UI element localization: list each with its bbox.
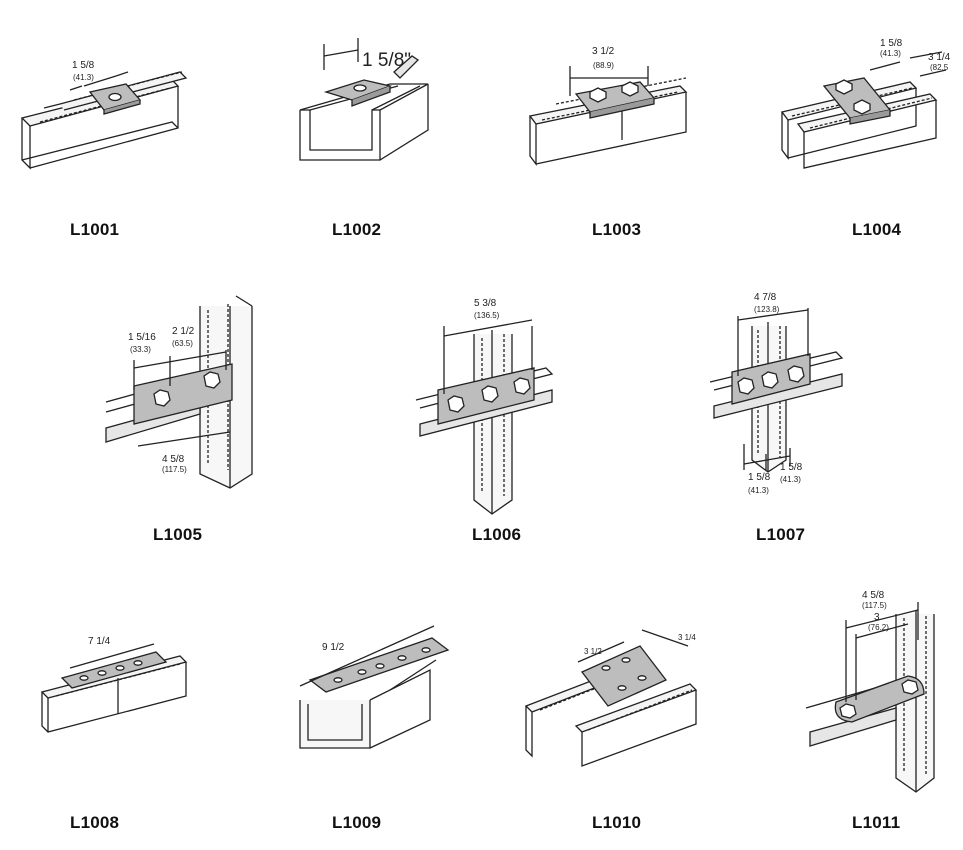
l1005-dim2-frac: 2 1/2 bbox=[172, 326, 195, 337]
l1004-drawing: 1 5/8 (41.3) 3 1/4 (82.5 bbox=[780, 38, 951, 169]
l1007-dim2-frac: 1 5/8 bbox=[748, 472, 771, 483]
l1011-dim2-mm: (76.2) bbox=[868, 623, 889, 632]
figure-l1004: 1 5/8 (41.3) 3 1/4 (82.5 L1004 bbox=[720, 0, 963, 250]
l1004-dim2-frac: 3 1/4 bbox=[928, 52, 951, 63]
l1006-drawing: 5 3/8 (136.5) bbox=[415, 298, 554, 515]
l1004-dim1-frac: 1 5/8 bbox=[880, 38, 903, 49]
part-label-l1008: L1008 bbox=[70, 813, 120, 832]
l1008-dim-frac: 7 1/4 bbox=[88, 636, 111, 647]
part-label-l1006: L1006 bbox=[472, 525, 522, 544]
l1010-drawing: 3 1/2 3 1/4 bbox=[524, 629, 698, 767]
l1006-dim-mm: (136.5) bbox=[474, 311, 500, 320]
l1009-dim-frac: 9 1/2 bbox=[322, 642, 345, 653]
l1003-drawing: 3 1/2 (88.9) bbox=[528, 46, 688, 166]
l1001-dim-frac: 1 5/8 bbox=[72, 60, 95, 71]
l1005-dim2-mm: (63.5) bbox=[172, 339, 193, 348]
figure-l1008: 7 1/4 L1008 bbox=[0, 580, 240, 850]
l1001-drawing: 1 5/8 (41.3) bbox=[20, 60, 188, 170]
l1003-dim-frac: 3 1/2 bbox=[592, 46, 615, 57]
l1004-dim2-mm: (82.5 bbox=[930, 63, 949, 72]
l1010-dim2-frac: 3 1/4 bbox=[678, 633, 696, 642]
l1007-dim1-mm: (123.8) bbox=[754, 305, 780, 314]
l1007-dim3-frac: 1 5/8 bbox=[780, 462, 803, 473]
l1007-drawing: 4 7/8 (123.8) 1 5/8 (41.3) 1 5/8 (41.3) bbox=[709, 292, 844, 495]
l1011-dim1-mm: (117.5) bbox=[862, 601, 887, 610]
part-label-l1003: L1003 bbox=[592, 220, 642, 239]
part-label-l1010: L1010 bbox=[592, 813, 642, 832]
figure-l1011: 4 5/8 (117.5) 3 (76.2) L1011 bbox=[720, 580, 963, 850]
part-label-l1009: L1009 bbox=[332, 813, 382, 832]
l1002-dim-frac: 1 5/8" bbox=[362, 50, 411, 71]
l1005-dim3-mm: (117.5) bbox=[162, 465, 187, 474]
figure-l1001: 1 5/8 (41.3) L1001 bbox=[0, 0, 240, 250]
figure-l1003: 3 1/2 (88.9) L1003 bbox=[480, 0, 720, 250]
l1003-dim-mm: (88.9) bbox=[593, 61, 614, 70]
figure-l1006: 5 3/8 (136.5) L1006 bbox=[320, 260, 640, 550]
l1007-dim3-mm: (41.3) bbox=[780, 475, 801, 484]
part-label-l1007: L1007 bbox=[756, 525, 806, 544]
l1011-dim2-frac: 3 bbox=[874, 612, 880, 623]
figure-l1010: 3 1/2 3 1/4 L1010 bbox=[480, 580, 720, 850]
l1010-dim1-frac: 3 1/2 bbox=[584, 647, 602, 656]
figure-l1009: 9 1/2 L1009 bbox=[240, 580, 480, 850]
part-label-l1011: L1011 bbox=[852, 813, 901, 832]
l1005-dim1-frac: 1 5/16 bbox=[128, 332, 156, 343]
l1005-dim3-frac: 4 5/8 bbox=[162, 454, 185, 465]
part-label-l1005: L1005 bbox=[153, 525, 203, 544]
part-label-l1001: L1001 bbox=[70, 220, 120, 239]
l1005-drawing: 1 5/16 (33.3) 2 1/2 (63.5) 4 5/8 (117.5) bbox=[105, 295, 253, 489]
l1008-drawing: 7 1/4 bbox=[40, 636, 188, 733]
l1007-dim2-mm: (41.3) bbox=[748, 486, 769, 495]
l1005-dim1-mm: (33.3) bbox=[130, 345, 151, 354]
part-label-l1002: L1002 bbox=[332, 220, 382, 239]
figure-l1002: 1 5/8" L1002 bbox=[240, 0, 480, 250]
l1006-dim-frac: 5 3/8 bbox=[474, 298, 497, 309]
figure-l1007: 4 7/8 (123.8) 1 5/8 (41.3) 1 5/8 (41.3) … bbox=[640, 260, 963, 550]
part-label-l1004: L1004 bbox=[852, 220, 902, 239]
l1011-drawing: 4 5/8 (117.5) 3 (76.2) bbox=[805, 590, 935, 793]
l1011-dim1-frac: 4 5/8 bbox=[862, 590, 885, 601]
l1001-dim-mm: (41.3) bbox=[73, 73, 94, 82]
figure-l1005: 1 5/16 (33.3) 2 1/2 (63.5) 4 5/8 (117.5)… bbox=[0, 260, 320, 550]
l1004-dim1-mm: (41.3) bbox=[880, 49, 901, 58]
l1007-dim1-frac: 4 7/8 bbox=[754, 292, 777, 303]
l1002-drawing: 1 5/8" bbox=[299, 38, 429, 161]
l1009-drawing: 9 1/2 bbox=[299, 625, 450, 749]
